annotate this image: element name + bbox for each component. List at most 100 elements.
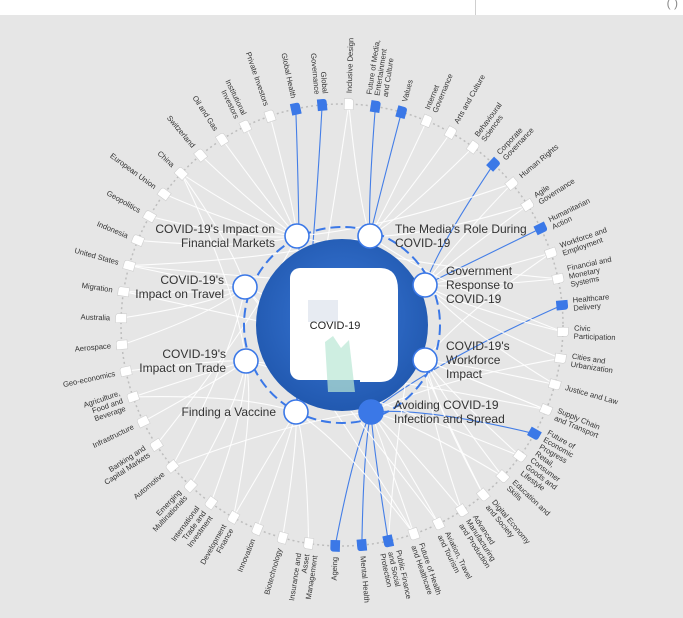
outer-node-tile[interactable]: [443, 125, 457, 140]
outer-node[interactable]: Australia: [80, 312, 128, 324]
outer-node[interactable]: Financial andMonetarySystems: [551, 255, 616, 289]
outer-node-tile[interactable]: [126, 390, 141, 404]
inner-node-circle[interactable]: [358, 399, 384, 425]
outer-node-tile[interactable]: [554, 352, 567, 364]
outer-node[interactable]: Geopolitics: [105, 188, 157, 224]
inner-node-circle[interactable]: [412, 347, 438, 373]
outer-node[interactable]: Justice and Law: [547, 378, 620, 407]
outer-node[interactable]: Ageing: [330, 539, 341, 581]
outer-node-tile[interactable]: [475, 487, 491, 502]
inner-node-circle[interactable]: [357, 223, 383, 249]
outer-node-tile[interactable]: [115, 313, 128, 324]
outer-node-tile[interactable]: [251, 521, 264, 537]
outer-node[interactable]: HealthcareDelivery: [555, 292, 610, 313]
outer-node-tile[interactable]: [520, 197, 535, 213]
inner-node-circle[interactable]: [412, 272, 438, 298]
outer-node-tile[interactable]: [173, 166, 189, 181]
outer-node[interactable]: Mental Health: [356, 538, 372, 603]
outer-node-tile[interactable]: [547, 378, 562, 391]
outer-node-tile[interactable]: [156, 187, 172, 202]
outer-node-tile[interactable]: [303, 537, 315, 550]
outer-node-tile[interactable]: [369, 100, 381, 113]
outer-node[interactable]: Public Financeand SocialProtection: [378, 534, 413, 603]
outer-node-tile[interactable]: [527, 426, 542, 440]
outer-node-tile[interactable]: [454, 503, 470, 518]
outer-node[interactable]: Oil and Gas: [191, 94, 230, 147]
outer-node[interactable]: InstitutionalInvestors: [216, 78, 253, 134]
outer-node[interactable]: Biotechnology: [262, 530, 289, 596]
outer-node-tile[interactable]: [555, 299, 569, 311]
outer-node[interactable]: Agriculture,Food andBeverage: [82, 389, 141, 426]
inner-node[interactable]: Finding a Vaccine: [182, 399, 309, 425]
inner-node-circle[interactable]: [232, 274, 258, 300]
outer-node[interactable]: Insurance andAssetManagement: [287, 537, 320, 603]
outer-node-tile[interactable]: [495, 469, 511, 484]
center-node[interactable]: COVID-19: [256, 239, 428, 411]
link-line: [137, 235, 298, 245]
outer-node-tile[interactable]: [543, 246, 558, 260]
outer-node-tile[interactable]: [486, 156, 501, 172]
outer-node[interactable]: Aerospace: [74, 339, 129, 354]
outer-node[interactable]: Global Health: [279, 52, 302, 116]
outer-node[interactable]: China: [156, 149, 189, 181]
outer-node[interactable]: Future of Media,Entertainmentand Culture: [365, 39, 398, 113]
outer-node-tile[interactable]: [117, 286, 130, 298]
outer-node-tile[interactable]: [504, 176, 519, 192]
outer-node-tile[interactable]: [538, 403, 554, 416]
outer-node-tile[interactable]: [193, 148, 209, 163]
outer-node[interactable]: Inclusive Design: [343, 38, 355, 111]
outer-node[interactable]: Values: [395, 78, 415, 120]
inner-node-circle[interactable]: [283, 399, 309, 425]
outer-node-tile[interactable]: [533, 221, 548, 236]
outer-node-tile[interactable]: [227, 510, 241, 525]
outer-node-tile[interactable]: [556, 326, 569, 337]
outer-node[interactable]: InternetGovernance: [420, 69, 455, 129]
outer-node[interactable]: GlobalGovernance: [309, 52, 330, 112]
outer-node-label: Financial andMonetarySystems: [566, 255, 615, 289]
outer-node-tile[interactable]: [289, 102, 302, 116]
inner-node-circle[interactable]: [284, 223, 310, 249]
outer-node-tile[interactable]: [330, 539, 341, 552]
outer-node-tile[interactable]: [119, 365, 133, 378]
outer-node-tile[interactable]: [149, 437, 164, 453]
outer-node-tile[interactable]: [263, 109, 277, 124]
outer-node-tile[interactable]: [204, 495, 219, 511]
outer-node-tile[interactable]: [407, 526, 421, 541]
outer-node[interactable]: Cities andUrbanization: [554, 352, 614, 375]
outer-node-tile[interactable]: [420, 113, 433, 129]
outer-node-tile[interactable]: [465, 139, 480, 155]
outer-node-tile[interactable]: [395, 105, 408, 120]
outer-node-tile[interactable]: [142, 210, 157, 224]
outer-node-tile[interactable]: [214, 132, 230, 147]
outer-node-tile[interactable]: [136, 414, 151, 429]
outer-node-tile[interactable]: [115, 339, 129, 351]
inner-node-circle[interactable]: [233, 348, 259, 374]
outer-node-tile[interactable]: [343, 98, 354, 111]
outer-node-tile[interactable]: [238, 119, 253, 134]
outer-node-tile[interactable]: [512, 448, 528, 463]
outer-node-tile[interactable]: [183, 478, 198, 494]
outer-node[interactable]: Switzerland: [165, 114, 209, 163]
outer-node[interactable]: CivicParticipation: [556, 324, 616, 342]
outer-node[interactable]: Innovation: [235, 521, 264, 573]
outer-node[interactable]: Indonesia: [96, 219, 146, 247]
outer-node-tile[interactable]: [277, 530, 289, 545]
outer-node-tile[interactable]: [382, 534, 395, 548]
outer-node-tile[interactable]: [431, 516, 446, 531]
outer-node[interactable]: Geo-economics: [62, 365, 133, 389]
outer-node[interactable]: United States: [73, 246, 137, 272]
outer-node-tile[interactable]: [122, 260, 137, 272]
outer-node-tile[interactable]: [165, 458, 180, 474]
outer-node-tile[interactable]: [316, 98, 328, 112]
outer-node-tile[interactable]: [130, 234, 146, 247]
outer-node-tile[interactable]: [356, 538, 368, 552]
outer-node[interactable]: Migration: [81, 281, 130, 298]
outer-node-tile[interactable]: [551, 272, 565, 285]
